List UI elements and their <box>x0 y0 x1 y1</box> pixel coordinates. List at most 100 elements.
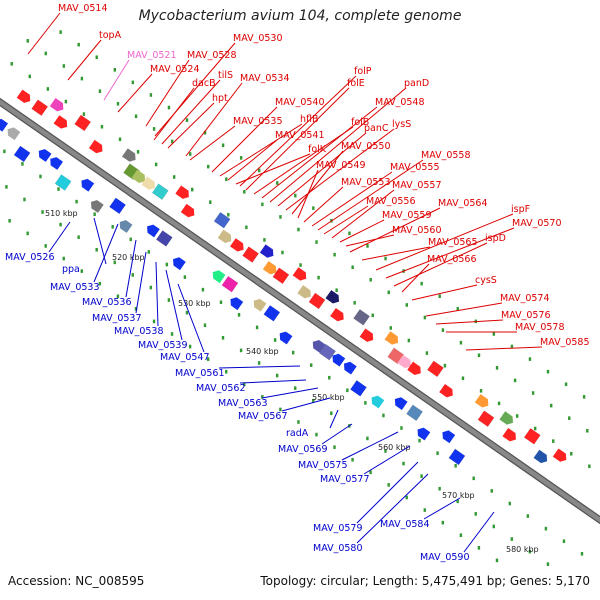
tick-mark <box>291 350 295 355</box>
leader-line-forward <box>154 42 236 137</box>
tick-mark <box>423 508 426 512</box>
tick-mark <box>461 376 465 381</box>
tick-mark <box>346 388 349 393</box>
tick-mark <box>418 438 421 443</box>
gene-label-forward: folB <box>351 117 369 128</box>
tick-mark <box>490 489 493 493</box>
tick-mark <box>586 428 589 433</box>
tick-mark <box>492 332 496 336</box>
gene-feature-reverse <box>7 127 21 141</box>
tick-mark <box>436 451 439 455</box>
leader-line-reverse <box>125 239 137 298</box>
tick-mark <box>369 470 372 475</box>
gene-feature-forward <box>16 89 31 103</box>
tick-mark <box>317 275 320 280</box>
tick-mark <box>405 303 408 307</box>
gene-feature-forward <box>53 115 68 129</box>
gene-feature-forward <box>180 203 195 218</box>
gene-feature-reverse <box>119 220 133 233</box>
gene-label-reverse: MAV_0526 <box>5 252 55 263</box>
tick-mark <box>243 382 246 387</box>
tick-mark <box>80 76 84 81</box>
gene-label-reverse: MAV_0584 <box>380 519 430 530</box>
gene-feature-reverse <box>253 298 267 312</box>
tick-mark <box>348 231 351 236</box>
tick-mark <box>275 373 279 378</box>
gene-label-forward: MAV_0553 <box>341 177 391 188</box>
tick-mark <box>351 457 354 462</box>
leader-line-reverse <box>321 423 353 445</box>
leader-line-reverse <box>218 365 301 369</box>
tick-mark <box>183 275 187 279</box>
gene-feature-forward <box>325 290 340 304</box>
gene-feature-forward <box>175 185 189 199</box>
tick-mark <box>149 285 153 290</box>
tick-mark <box>8 218 11 223</box>
gene-label-reverse: MAV_0536 <box>82 297 132 308</box>
gene-label-forward: MAV_0550 <box>341 141 391 152</box>
tick-mark <box>351 265 354 270</box>
gene-label-forward: tilS <box>218 70 233 81</box>
tick-mark <box>510 537 514 541</box>
tick-mark <box>297 420 300 424</box>
tick-mark <box>353 300 356 305</box>
gene-label-forward: panC <box>364 123 389 134</box>
gene-feature-forward <box>359 328 374 342</box>
gene-feature-reverse <box>442 430 456 444</box>
gene-label-forward: MAV_0565 <box>428 237 478 248</box>
leader-line-forward <box>253 126 354 195</box>
gene-label-reverse: MAV_0563 <box>218 398 268 409</box>
gene-label-reverse: MAV_0539 <box>138 340 188 351</box>
tick-mark <box>477 353 481 358</box>
leader-line-forward <box>269 87 407 203</box>
gene-feature-forward <box>242 246 259 263</box>
gene-feature-forward <box>397 354 411 369</box>
gene-feature-reverse <box>50 157 63 170</box>
tick-mark <box>443 363 447 368</box>
tick-mark <box>10 62 13 66</box>
gene-label-forward: hpt <box>212 93 228 104</box>
tick-mark <box>294 193 297 198</box>
tick-mark <box>315 240 318 244</box>
leader-line-forward <box>153 87 195 141</box>
leader-line-forward <box>311 171 393 227</box>
gene-label-forward: MAV_0557 <box>392 180 442 191</box>
gene-label-forward: folK <box>308 144 327 155</box>
tick-mark <box>441 328 445 332</box>
tick-mark <box>44 51 47 56</box>
gene-label-reverse: MAV_0567 <box>238 411 288 422</box>
gene-feature-forward <box>230 238 244 252</box>
tick-mark <box>5 185 8 189</box>
gene-feature-forward <box>384 331 399 345</box>
gene-feature-reverse <box>13 145 31 163</box>
tick-mark <box>495 558 499 563</box>
leader-line-forward <box>385 227 515 279</box>
tick-mark <box>227 212 230 217</box>
leader-line-forward <box>145 59 190 127</box>
gene-label-reverse: ppa <box>62 264 80 275</box>
leader-line-forward <box>393 242 488 287</box>
tick-mark <box>407 338 411 343</box>
scale-label: 540 kbp <box>246 347 279 356</box>
tick-mark <box>221 143 225 148</box>
tick-mark <box>95 55 98 60</box>
leader-line-forward <box>375 213 514 271</box>
tick-mark <box>239 348 243 353</box>
tick-mark <box>209 200 212 204</box>
leader-line-forward <box>27 12 61 55</box>
leader-line-forward <box>235 153 311 185</box>
gene-label-forward: MAV_0540 <box>275 97 325 108</box>
gene-feature-reverse <box>279 331 293 345</box>
leader-line-reverse <box>155 261 159 327</box>
tick-mark <box>225 177 228 181</box>
tick-mark <box>206 357 210 361</box>
gene-feature-forward <box>141 176 155 190</box>
tick-mark <box>21 162 24 166</box>
scale-label: 580 kbp <box>506 545 539 554</box>
tick-mark <box>402 461 405 466</box>
tick-mark <box>546 369 550 374</box>
leader-line-forward <box>185 82 243 157</box>
tick-mark <box>191 187 194 192</box>
gene-feature-forward <box>272 267 290 285</box>
gene-label-forward: MAV_0574 <box>500 293 550 304</box>
